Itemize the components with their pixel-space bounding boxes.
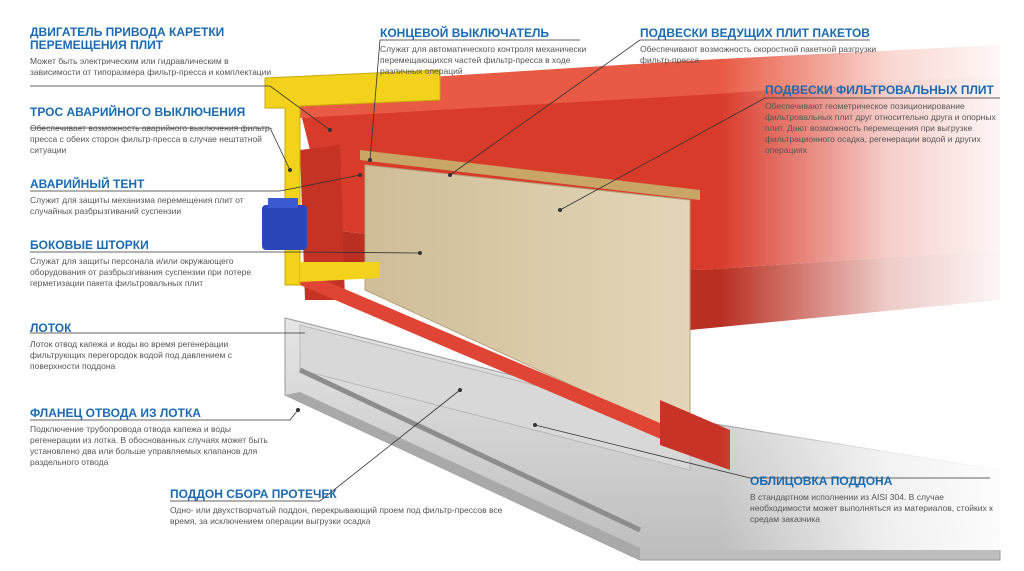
callout-title: ОБЛИЦОВКА ПОДДОНА — [750, 474, 893, 488]
callout-title: ТРОС АВАРИЙНОГО ВЫКЛЮЧЕНИЯ — [30, 105, 246, 119]
callout-desc: Обеспечивают геометрическое позициониров… — [765, 101, 996, 155]
callout-tray-flange: ФЛАНЕЦ ОТВОДА ИЗ ЛОТКА Подключение трубо… — [30, 407, 280, 468]
callout-title: ЛОТОК — [30, 321, 72, 335]
callout-side-curtains: БОКОВЫЕ ШТОРКИ Служат для защиты персона… — [30, 239, 280, 289]
callout-limit-switch: КОНЦЕВОЙ ВЫКЛЮЧАТЕЛЬ Служат для автомати… — [380, 27, 590, 77]
leader-dots — [288, 128, 562, 427]
callout-desc: Обеспечивают возможность скоростной паке… — [640, 44, 877, 65]
callout-title: ПОДВЕСКИ ВЕДУЩИХ ПЛИТ ПАКЕТОВ — [640, 26, 870, 40]
callout-title: ПОДВЕСКИ ФИЛЬТРОВАЛЬНЫХ ПЛИТ — [765, 83, 994, 97]
callout-title: ФЛАНЕЦ ОТВОДА ИЗ ЛОТКА — [30, 406, 201, 420]
callout-emergency-tent: АВАРИЙНЫЙ ТЕНТ Служит для защиты механиз… — [30, 178, 280, 217]
callout-desc: Лоток отвод капежа и воды во время реген… — [30, 339, 232, 371]
callout-desc: Служат для защиты персонала и/или окружа… — [30, 256, 252, 288]
callout-drive-motor: ДВИГАТЕЛЬ ПРИВОДА КАРЕТКИ ПЕРЕМЕЩЕНИЯ ПЛ… — [30, 26, 280, 78]
callout-title: БОКОВЫЕ ШТОРКИ — [30, 238, 149, 252]
callout-desc: Подключение трубопровода отвода капежа и… — [30, 424, 268, 467]
callout-desc: Служат для автоматического контроля меха… — [380, 44, 587, 76]
callout-lead-plate-hangers: ПОДВЕСКИ ВЕДУЩИХ ПЛИТ ПАКЕТОВ Обеспечива… — [640, 27, 880, 66]
bottom-rail — [300, 270, 730, 470]
callout-desc: В стандартном исполнении из AISI 304. В … — [750, 492, 993, 524]
callout-desc: Одно- или двухстворчатый поддон, перекры… — [170, 505, 503, 526]
callout-desc: Может быть электрическим или гидравличес… — [30, 56, 272, 77]
callout-title: ПОДДОН СБОРА ПРОТЕЧЕК — [170, 487, 337, 501]
callout-pan-lining: ОБЛИЦОВКА ПОДДОНА В стандартном исполнен… — [750, 475, 1000, 525]
callout-desc: Служит для защиты механизма перемещения … — [30, 195, 244, 216]
callout-tray: ЛОТОК Лоток отвод капежа и воды во время… — [30, 322, 280, 372]
leader-lines — [30, 39, 1000, 502]
callout-filter-plate-hangers: ПОДВЕСКИ ФИЛЬТРОВАЛЬНЫХ ПЛИТ Обеспечиваю… — [765, 84, 1000, 156]
yellow-bracket — [264, 69, 441, 286]
callout-drip-pan: ПОДДОН СБОРА ПРОТЕЧЕК Одно- или двухство… — [170, 488, 530, 527]
callout-desc: Обеспечивает возможность аварийного выкл… — [30, 123, 273, 155]
callout-title: ДВИГАТЕЛЬ ПРИВОДА КАРЕТКИ ПЕРЕМЕЩЕНИЯ ПЛ… — [30, 25, 225, 52]
drive-motor — [262, 198, 307, 250]
callout-title: АВАРИЙНЫЙ ТЕНТ — [30, 177, 145, 191]
callout-title: КОНЦЕВОЙ ВЫКЛЮЧАТЕЛЬ — [380, 26, 550, 40]
callout-emergency-cable: ТРОС АВАРИЙНОГО ВЫКЛЮЧЕНИЯ Обеспечивает … — [30, 106, 280, 156]
